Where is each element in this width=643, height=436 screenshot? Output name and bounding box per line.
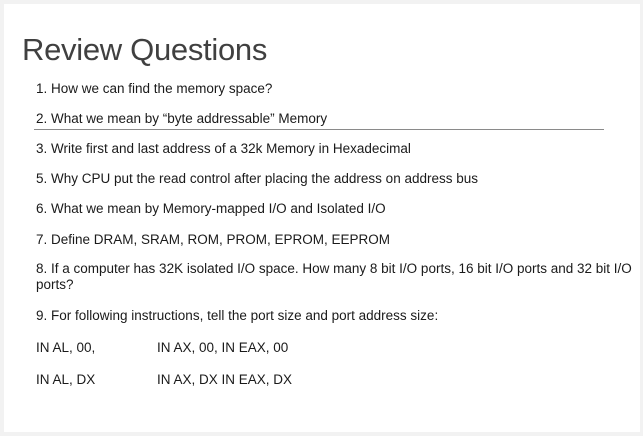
slide: Review Questions 1. How we can find the … [4,4,640,432]
question-8: 8. If a computer has 32K isolated I/O sp… [36,261,632,292]
slide-title: Review Questions [22,32,268,67]
question-9: 9. For following instructions, tell the … [36,308,439,323]
question-1: 1. How we can find the memory space? [36,81,273,96]
question-2: 2. What we mean by “byte addressable” Me… [36,111,328,126]
question-3: 3. Write first and last address of a 32k… [36,141,411,156]
instruction-right-1: IN AX, 00, IN EAX, 00 [157,340,289,355]
question-6: 6. What we mean by Memory-mapped I/O and… [36,201,386,216]
instruction-left-1: IN AL, 00, [36,340,96,355]
divider-line [34,129,604,130]
question-5: 5. Why CPU put the read control after pl… [36,171,478,186]
instruction-right-2: IN AX, DX IN EAX, DX [157,372,293,387]
instruction-left-2: IN AL, DX [36,372,96,387]
question-7: 7. Define DRAM, SRAM, ROM, PROM, EPROM, … [36,232,391,247]
